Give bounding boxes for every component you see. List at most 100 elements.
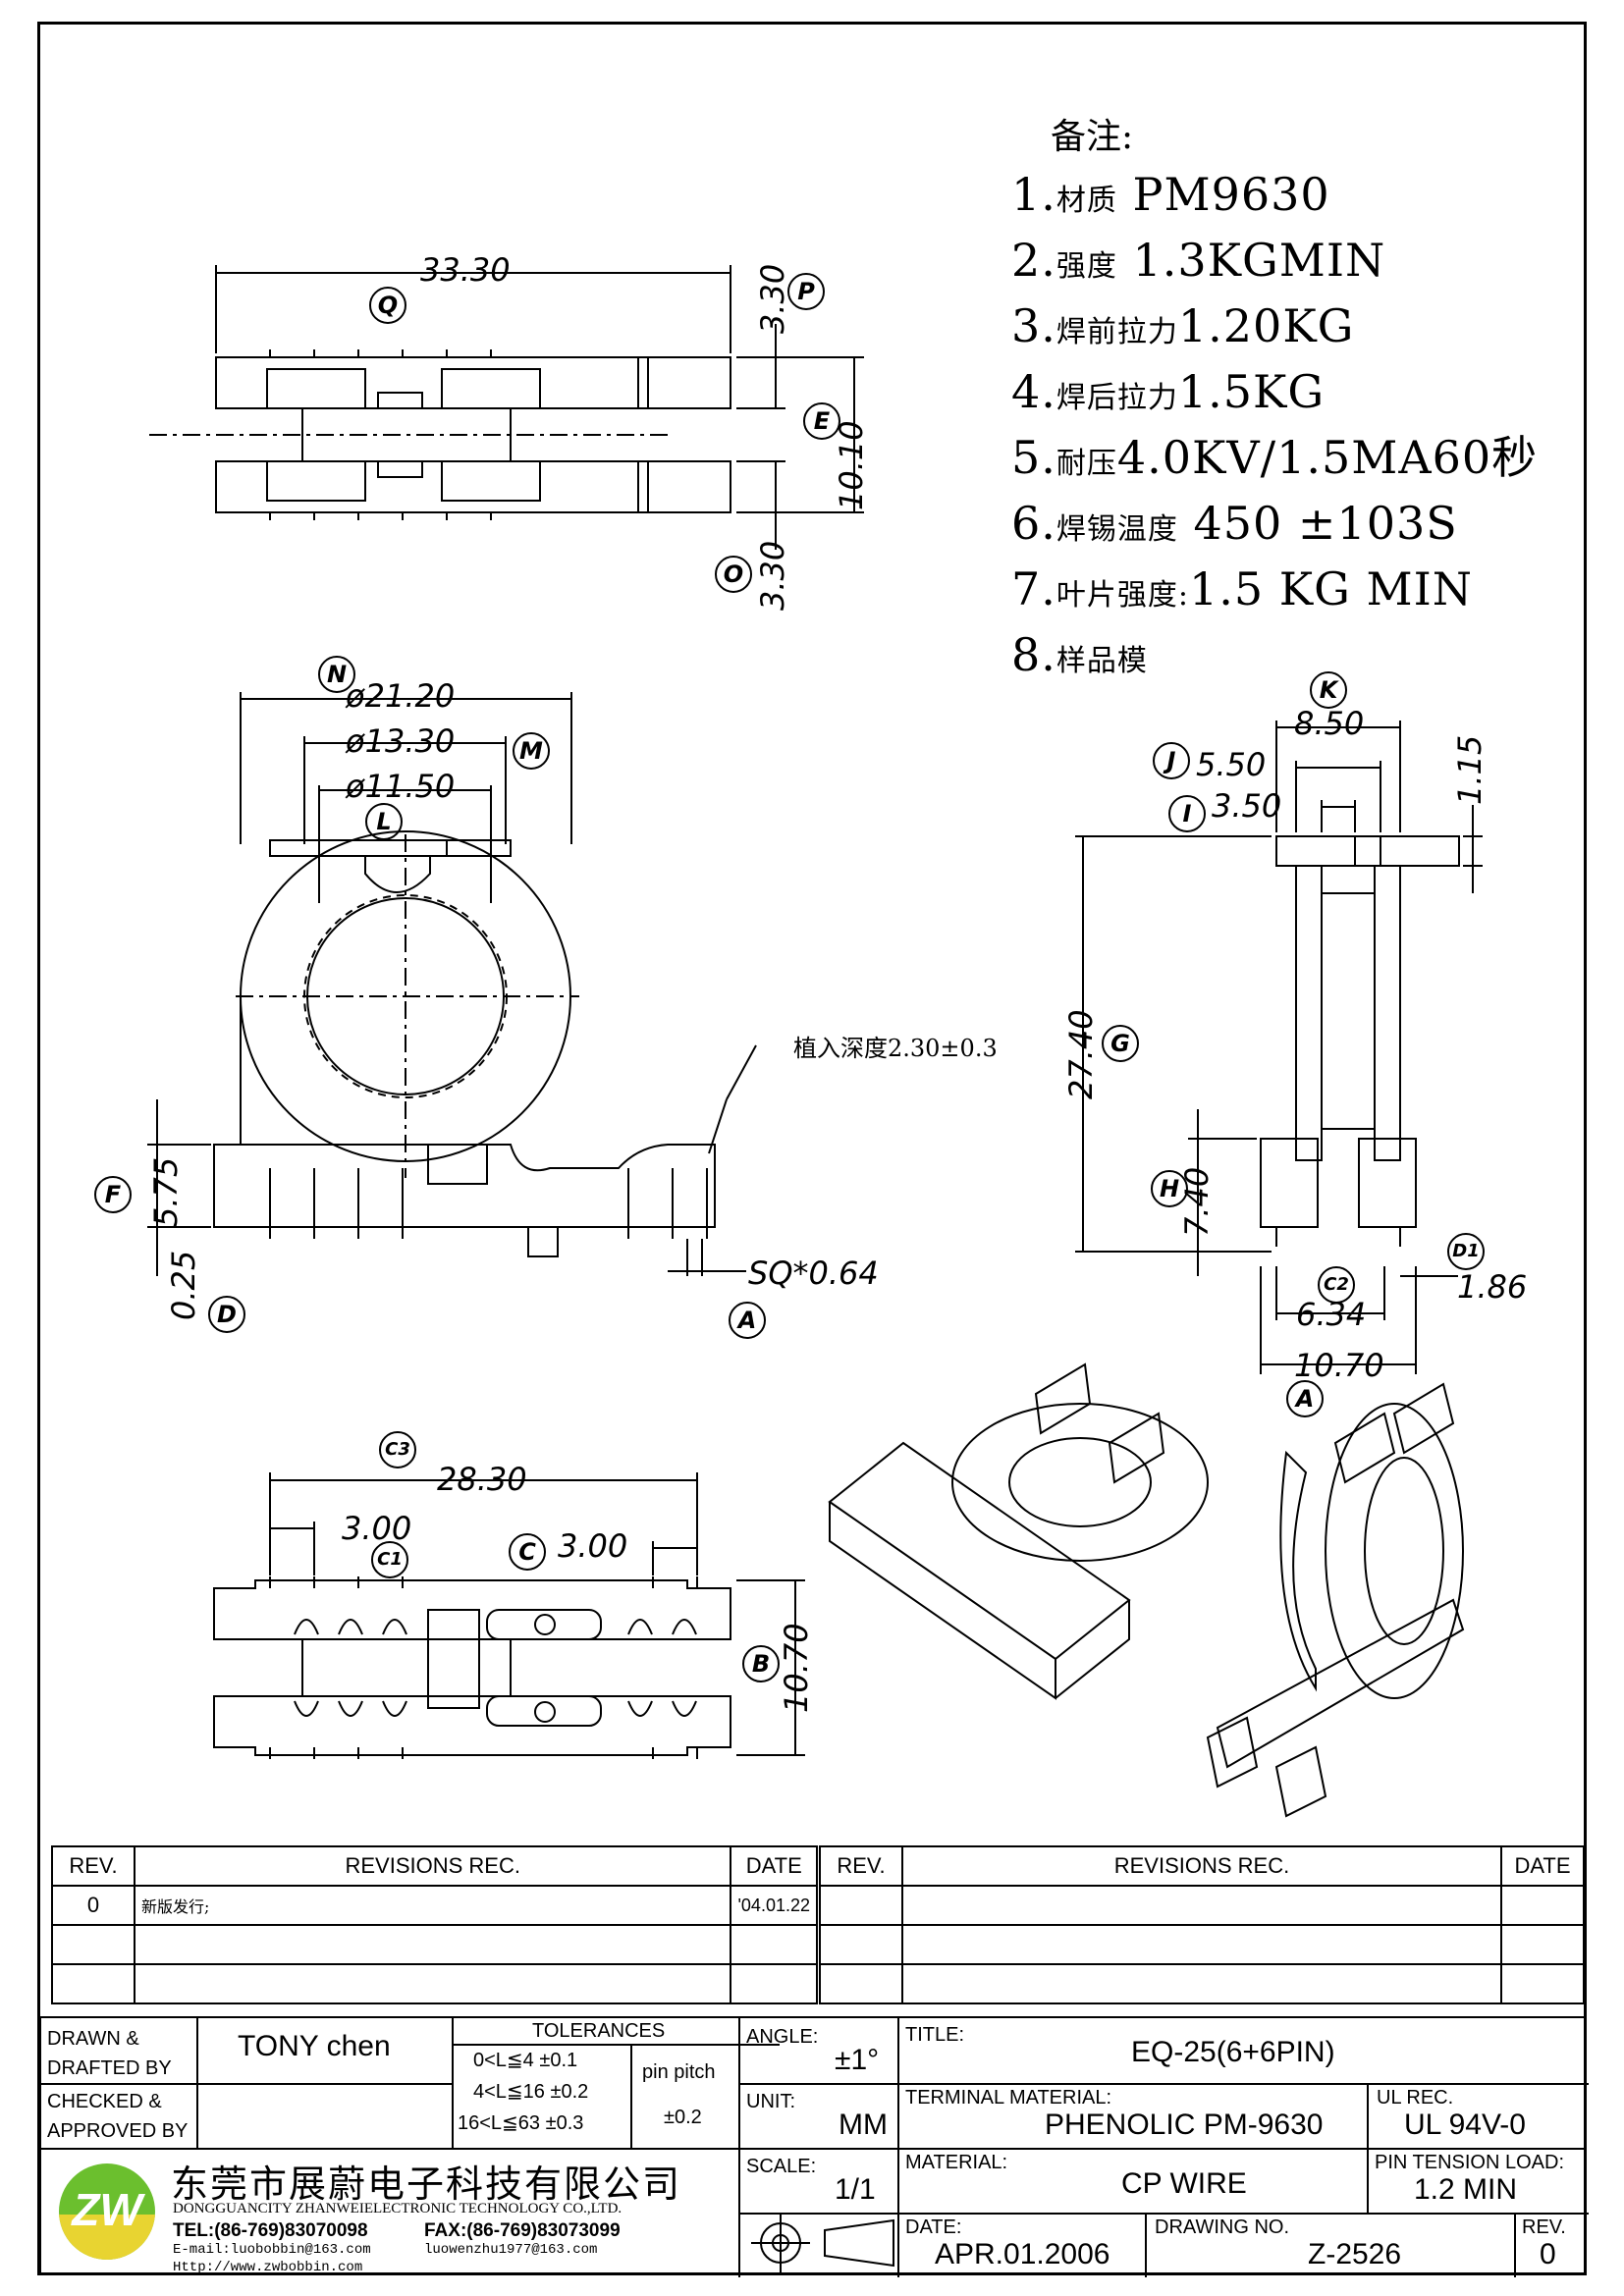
company-email1: E-mail:luobobbin@163.com <box>173 2242 371 2258</box>
dim-pin-off: 1.86 <box>1457 1268 1528 1306</box>
dim-w-base: 10.70 <box>1294 1347 1384 1384</box>
note-number: 2. <box>1011 234 1056 287</box>
terminal-value: PHENOLIC PM-9630 <box>1045 2109 1324 2141</box>
tol-row-1: 0<L≦4 ±0.1 <box>473 2050 578 2071</box>
callout-k: K <box>1310 671 1347 709</box>
dim-t-top: 1.15 <box>1451 734 1489 805</box>
dim-gap: 10.10 <box>833 420 870 510</box>
callout-i: I <box>1168 795 1206 832</box>
front-view <box>147 692 757 1276</box>
company-en: DONGGUANCITY ZHANWEIELECTRONIC TECHNOLOG… <box>173 2201 623 2216</box>
unit-label: UNIT: <box>746 2091 795 2112</box>
rec-header-right: REVISIONS REC. <box>901 1845 1502 1887</box>
terminal-label: TERMINAL MATERIAL: <box>905 2087 1112 2109</box>
note-value: 1.20KG <box>1177 299 1355 352</box>
drawn-value: TONY chen <box>238 2030 391 2062</box>
note-label: 焊前拉力 <box>1056 315 1178 349</box>
note-value: 1.3KGMIN <box>1116 234 1386 287</box>
material-label: MATERIAL: <box>905 2152 1008 2173</box>
callout-c3: C3 <box>379 1431 416 1468</box>
notes-heading: 备注: <box>1051 117 1134 157</box>
material-value: CP WIRE <box>1121 2167 1247 2200</box>
dim-w-inner: 3.50 <box>1212 787 1282 825</box>
dim-h-pin: 0.25 <box>165 1250 202 1320</box>
date-value: APR.01.2006 <box>935 2238 1110 2270</box>
date-header: DATE <box>730 1845 818 1887</box>
note-label: 耐压 <box>1056 447 1117 481</box>
checked-label: CHECKED & APPROVED BY <box>47 2091 189 2142</box>
note-label: 强度 <box>1056 249 1117 284</box>
dim-pitch1: 3.00 <box>342 1510 412 1547</box>
dim-w-mid: 5.50 <box>1196 746 1267 783</box>
callout-p: P <box>787 273 825 310</box>
note-value: 1.5KG <box>1177 365 1326 418</box>
title-value: EQ-25(6+6PIN) <box>1131 2036 1335 2068</box>
title-label: TITLE: <box>905 2024 965 2046</box>
note-value: 450 ±103S <box>1177 497 1458 550</box>
logo-text: ZW <box>72 2184 142 2235</box>
dim-d2: ø13.30 <box>346 722 456 760</box>
ul-label: UL REC. <box>1377 2087 1454 2109</box>
dim-w-top: 8.50 <box>1294 705 1365 742</box>
rev-label: REV. <box>1522 2216 1566 2238</box>
note-number: 7. <box>1011 562 1056 615</box>
note-number: 5. <box>1011 431 1056 484</box>
callout-q: Q <box>369 287 406 324</box>
drawing-no-value: Z-2526 <box>1308 2238 1402 2270</box>
dim-width-bottom: 10.70 <box>778 1623 815 1713</box>
company-tel: TEL:(86-769)83070098 <box>173 2220 368 2241</box>
note-number: 3. <box>1011 299 1056 352</box>
company-logo: ZW <box>59 2163 155 2260</box>
callout-g: G <box>1102 1025 1139 1062</box>
dim-d1: ø21.20 <box>346 677 456 715</box>
note-item: 3.焊前拉力1.20KG <box>1011 296 1538 362</box>
rev-header: REV. <box>51 1845 135 1887</box>
tol-row-2: 4<L≦16 ±0.2 <box>473 2081 589 2103</box>
pin-pitch-value: ±0.2 <box>664 2107 702 2128</box>
drawn-label: DRAWN & DRAFTED BY <box>47 2028 172 2079</box>
note-value: PM9630 <box>1116 168 1330 221</box>
rev-header-right: REV. <box>819 1845 903 1887</box>
pin-tension-label: PIN TENSION LOAD: <box>1375 2152 1565 2173</box>
side-view <box>1075 721 1483 1374</box>
note-item: 2.强度 1.3KGMIN <box>1011 231 1538 296</box>
callout-f: F <box>94 1176 132 1213</box>
callout-c2: C2 <box>1318 1266 1355 1304</box>
company-email2: luowenzhu1977@163.com <box>424 2242 598 2258</box>
dim-span: 28.30 <box>437 1461 527 1498</box>
bottom-view <box>213 1472 805 1759</box>
dim-d3: ø11.50 <box>346 768 456 805</box>
rev-cell: 0 <box>51 1885 135 1926</box>
callout-a-front: A <box>729 1302 766 1339</box>
note-item: 5.耐压4.0KV/1.5MA60秒 <box>1011 428 1538 494</box>
dim-pitch2: 3.00 <box>558 1527 628 1565</box>
top-view <box>149 265 864 550</box>
callout-e: E <box>803 402 840 440</box>
callout-d1: D1 <box>1447 1233 1485 1270</box>
note-value: 4.0KV/1.5MA60秒 <box>1116 431 1539 484</box>
company-cn: 东莞市展蔚电子科技有限公司 <box>171 2163 682 2206</box>
tol-row-3: 16<L≦63 ±0.3 <box>458 2112 584 2134</box>
callout-d: D <box>208 1296 245 1333</box>
title-block: DRAWN & DRAFTED BY TONY chen CHECKED & A… <box>39 2016 1589 2277</box>
isometric-view-left <box>828 1362 1209 1700</box>
note-number: 4. <box>1011 365 1056 418</box>
angle-label: ANGLE: <box>746 2026 819 2048</box>
unit-value: MM <box>839 2109 888 2141</box>
revisions-table-right: REV. REVISIONS REC. DATE <box>819 1845 1585 2004</box>
note-label: 焊锡温度 <box>1056 512 1178 547</box>
angle-value: ±1° <box>835 2044 880 2076</box>
company-web: Http://www.zwbobbin.com <box>173 2260 363 2275</box>
note-label: 焊后拉力 <box>1056 381 1178 415</box>
dim-insert-depth: 植入深度2.30±0.3 <box>793 1035 998 1062</box>
isometric-view-right <box>1206 1382 1465 1818</box>
callout-m: M <box>513 732 550 770</box>
dim-upper: 3.30 <box>754 263 791 334</box>
scale-label: SCALE: <box>746 2156 817 2177</box>
scale-value: 1/1 <box>835 2173 876 2206</box>
callout-n: N <box>318 656 355 693</box>
callout-o: O <box>715 556 752 593</box>
pin-pitch-label: pin pitch <box>642 2061 716 2083</box>
